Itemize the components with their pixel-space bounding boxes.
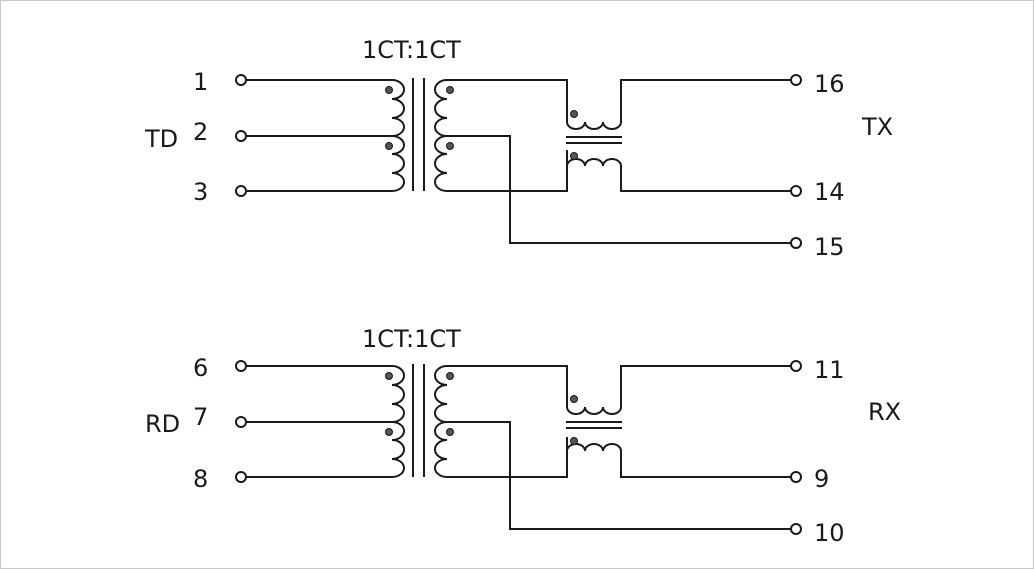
wire-sec-top	[447, 79, 568, 122]
tx-secondary-winding	[434, 79, 448, 192]
pin-label-1: 1	[193, 68, 208, 96]
wire-sec-top-rx	[447, 365, 568, 407]
terminal-pin-1	[235, 74, 247, 86]
pin-label-16: 16	[814, 70, 845, 98]
pin-label-7: 7	[193, 403, 208, 431]
tx-choke-top-dot	[570, 110, 578, 118]
tx-secondary-ct-dot	[446, 142, 454, 150]
rx-choke-top-winding	[566, 406, 622, 415]
terminal-pin-16	[790, 74, 802, 86]
tx-primary-polarity-dot	[385, 86, 393, 94]
rx-choke-top-dot	[570, 395, 578, 403]
tx-primary-winding	[391, 79, 405, 192]
wire-center-tap-15	[447, 135, 790, 244]
terminal-pin-9	[790, 471, 802, 483]
terminal-pin-11	[790, 360, 802, 372]
terminal-pin-7	[235, 416, 247, 428]
rx-secondary-ct-dot	[446, 428, 454, 436]
pin-label-6: 6	[193, 354, 208, 382]
tx-choke-top-winding	[566, 121, 622, 130]
wire-center-tap-10	[447, 421, 790, 530]
wire-sec-bottom	[447, 150, 568, 192]
rx-turns-ratio: 1CT:1CT	[362, 325, 461, 353]
wire-pin-16	[620, 79, 790, 122]
terminal-pin-14	[790, 185, 802, 197]
rx-group-label: RX	[868, 398, 901, 426]
wire-sec-bottom-rx	[447, 437, 568, 478]
terminal-pin-8	[235, 471, 247, 483]
tx-turns-ratio: 1CT:1CT	[362, 36, 461, 64]
tx-choke-bottom-winding	[566, 158, 622, 167]
rx-primary-polarity-dot	[385, 372, 393, 380]
rx-primary-winding	[391, 365, 405, 478]
tx-choke-bottom-dot	[570, 152, 578, 160]
rx-transformer-block: 1CT:1CT RD RX 6 7 8 11 9 10	[145, 325, 901, 547]
pin-label-8: 8	[193, 465, 208, 493]
rx-secondary-winding	[434, 365, 448, 478]
tx-secondary-polarity-dot	[446, 86, 454, 94]
terminal-pin-10	[790, 523, 802, 535]
pin-label-10: 10	[814, 519, 845, 547]
terminal-pin-6	[235, 360, 247, 372]
rd-group-label: RD	[145, 410, 180, 438]
tx-transformer-block: 1CT:1CT TD TX 1 2 3 16 14 15	[144, 36, 893, 261]
pin-label-15: 15	[814, 233, 845, 261]
terminal-pin-2	[235, 130, 247, 142]
wire-pin-11	[620, 365, 790, 407]
tx-primary-ct-dot	[385, 142, 393, 150]
pin-label-2: 2	[193, 118, 208, 146]
rx-primary-ct-dot	[385, 428, 393, 436]
pin-label-11: 11	[814, 356, 845, 384]
wire-pin-9	[620, 451, 790, 478]
pin-label-9: 9	[814, 465, 829, 493]
terminal-pin-3	[235, 185, 247, 197]
wire-pin-14	[620, 166, 790, 192]
rx-choke-bottom-dot	[570, 437, 578, 445]
terminal-pin-15	[790, 237, 802, 249]
rx-secondary-polarity-dot	[446, 372, 454, 380]
pin-label-3: 3	[193, 178, 208, 206]
pin-label-14: 14	[814, 178, 845, 206]
td-group-label: TD	[144, 125, 178, 153]
tx-group-label: TX	[861, 113, 893, 141]
rx-choke-bottom-winding	[566, 443, 622, 452]
